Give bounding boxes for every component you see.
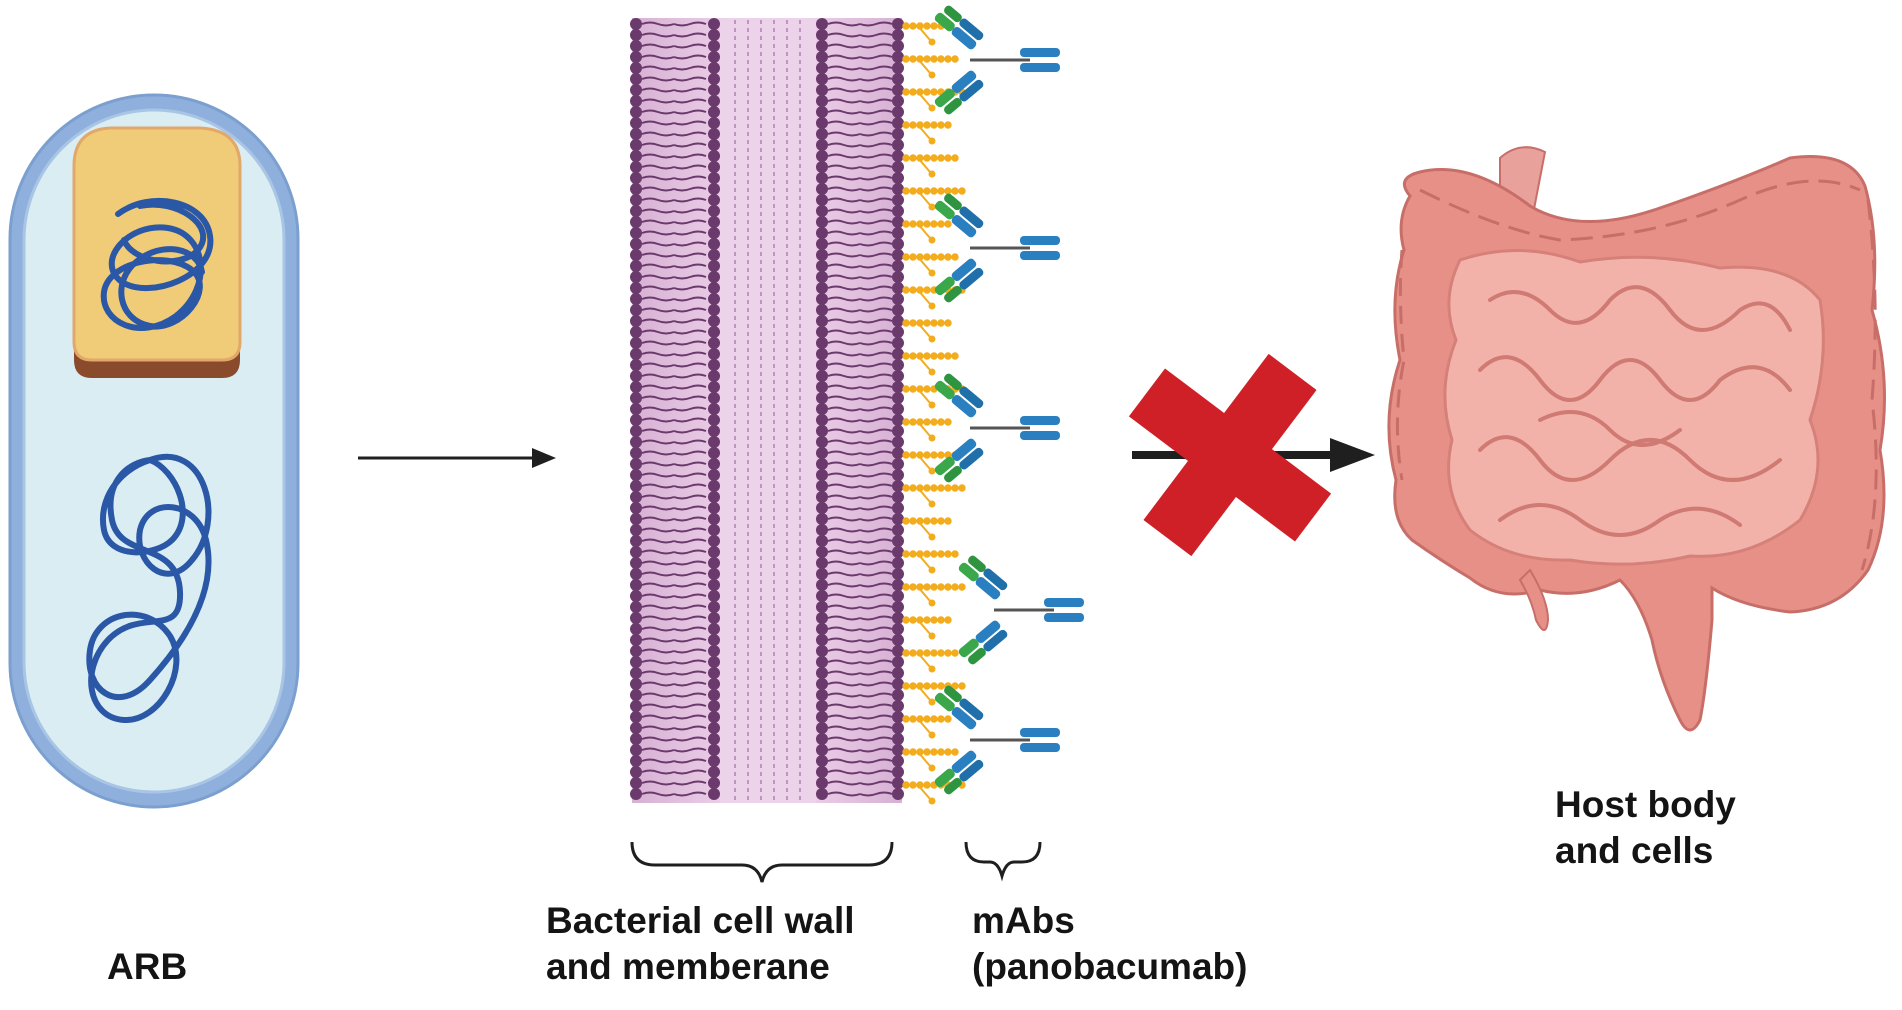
cell-wall-label-line2: and memberane — [546, 946, 830, 987]
host-label-line1: Host body — [1555, 784, 1736, 825]
host-label-line2: and cells — [1555, 830, 1714, 871]
bacterium-icon — [8, 93, 300, 809]
antibody-icon — [934, 373, 1060, 483]
mabs-label-line1: mAbs — [972, 900, 1075, 941]
antibody-icon — [934, 685, 1060, 795]
antibody-icon — [934, 193, 1060, 303]
antibody-icon — [958, 555, 1084, 665]
cell-membrane-icon — [630, 18, 904, 803]
antibody-icon — [934, 5, 1060, 115]
lps-glycan-chains — [902, 22, 966, 805]
cross-mark-icon — [1128, 353, 1332, 557]
cell-wall-brace-icon — [630, 841, 894, 883]
mabs-brace-icon — [964, 841, 1042, 882]
chromosome-dna-icon — [86, 454, 212, 724]
arb-label: ARB — [107, 946, 188, 987]
antibodies-group — [934, 5, 1084, 795]
plasmid-dna-icon — [100, 198, 214, 331]
intestine-icon — [1387, 146, 1886, 732]
arrow-to-membrane-icon — [358, 448, 556, 468]
mabs-label-line2: (panobacumab) — [972, 946, 1248, 987]
cell-wall-label-line1: Bacterial cell wall — [546, 900, 855, 941]
